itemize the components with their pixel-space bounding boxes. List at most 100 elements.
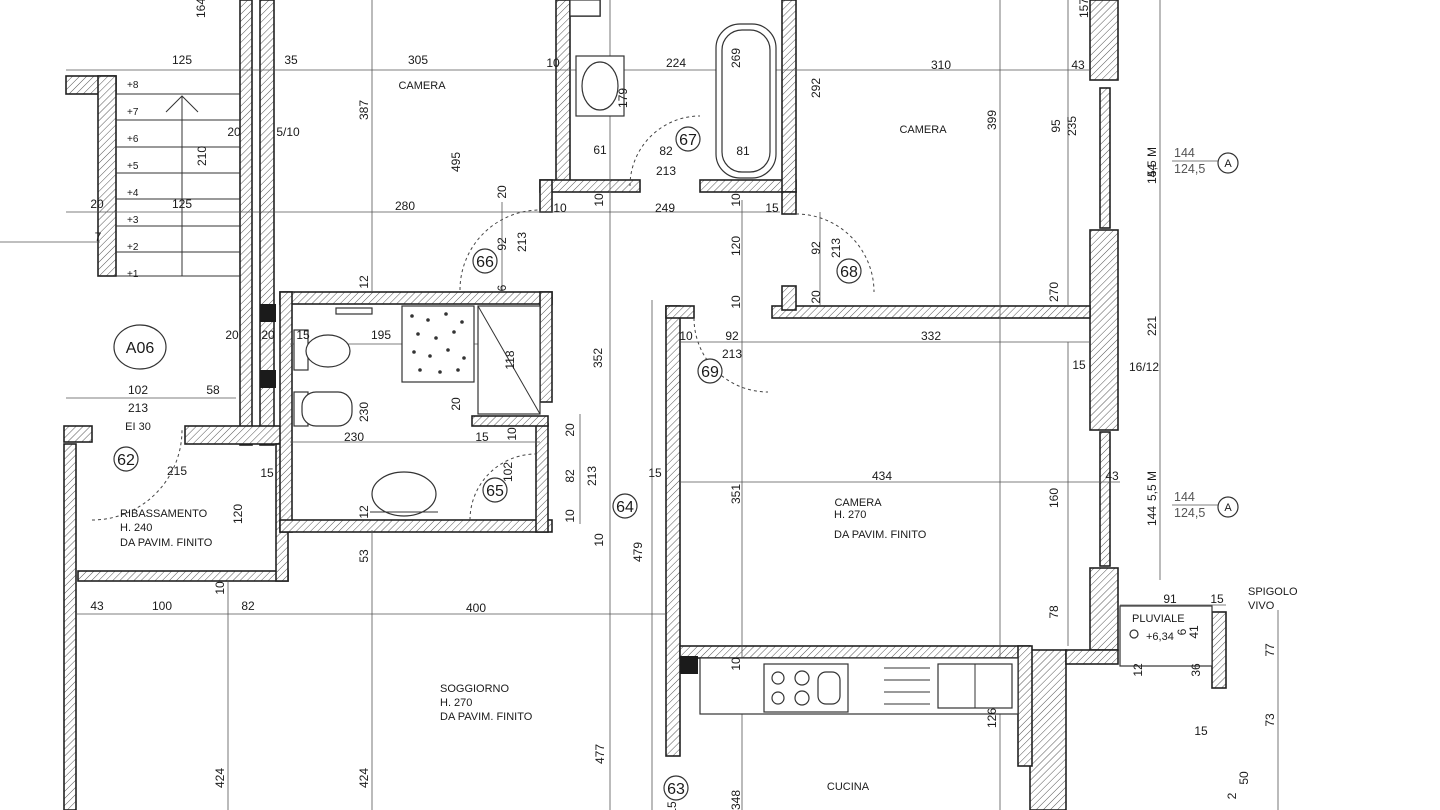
stair-step: +6 <box>127 134 139 145</box>
dimension: 221 <box>1145 316 1159 336</box>
shower-tray <box>401 305 475 383</box>
room-camera-top-left: CAMERA <box>398 80 446 92</box>
room-tags: A06 62 63 64 65 66 67 68 69 A A <box>113 126 1239 801</box>
dimension: 78 <box>1047 605 1061 619</box>
burner <box>771 671 785 685</box>
dimension: 36 <box>1189 663 1203 677</box>
dimension-labels: 125 35 305 10 224 310 43 61 82 81 213 20… <box>90 0 1277 810</box>
dimension: 305 <box>408 53 428 67</box>
dimension: 269 <box>729 48 743 68</box>
dimension: 125 <box>172 197 192 211</box>
dimension: 310 <box>931 58 951 72</box>
dimension: 15 <box>648 466 662 480</box>
room-soggiorno-height: H. 270 <box>440 697 472 709</box>
dimension: 82 <box>241 599 255 613</box>
dimension: 7 <box>95 230 102 244</box>
door-swing-69 <box>693 317 769 393</box>
dimension: 61 <box>593 143 607 157</box>
dimension: 230 <box>344 430 364 444</box>
bidet <box>301 391 353 427</box>
dimension: 235 <box>1065 116 1079 136</box>
wall-shaft <box>259 0 275 446</box>
tag-a06 <box>113 324 167 370</box>
stair-step: +2 <box>127 242 139 253</box>
walls <box>63 0 1227 810</box>
wall-bath-inner <box>471 415 549 427</box>
wall-facade-right <box>1089 229 1119 431</box>
dimension: 10 <box>505 427 519 441</box>
dimension: 213 <box>585 466 599 486</box>
tag-69 <box>697 358 723 384</box>
tag-63-label: 63 <box>667 781 685 798</box>
dimension: 41 <box>1187 625 1201 639</box>
wall-corridor-right-cap <box>665 305 695 319</box>
wall-bath67-bottom <box>539 179 641 193</box>
dimension: 10 <box>729 657 743 671</box>
window-sill: 124,5 <box>1174 162 1205 176</box>
dimension: 10 <box>729 295 743 309</box>
wall-landing-left <box>63 425 93 443</box>
dimension: 20 <box>563 423 577 437</box>
wall-spigolo <box>1211 611 1227 689</box>
dimension: 53 <box>357 549 371 563</box>
wall-stair-left <box>97 75 117 277</box>
wall-ribassamento-bottom <box>77 570 289 582</box>
tag-66-label: 66 <box>476 254 494 271</box>
dimension: 58 <box>206 383 220 397</box>
stair-step: +7 <box>127 107 139 118</box>
wall-bath-top <box>279 291 553 305</box>
burner <box>794 690 810 706</box>
dimension: 195 <box>371 328 391 342</box>
wall-facade-pier <box>1099 87 1111 229</box>
stair-step: +1 <box>127 269 139 280</box>
dimension: 91 <box>1163 592 1177 606</box>
bathtub-inner <box>721 29 771 173</box>
dimension: 82 <box>659 144 673 158</box>
dimension: 164 <box>194 0 208 18</box>
dimension: 477 <box>593 744 607 764</box>
wall-facade-right <box>1089 567 1119 651</box>
bath67-cabinet <box>569 0 601 17</box>
door-swing-67 <box>629 115 701 187</box>
dimension: 92 <box>809 241 823 255</box>
dimension: 92 <box>495 237 509 251</box>
dimension: 144 <box>1145 164 1159 184</box>
tag-67 <box>675 126 701 152</box>
tag-a06-label: A06 <box>126 340 155 357</box>
dimension: 15 <box>1210 592 1224 606</box>
dimension: 179 <box>616 88 630 108</box>
tag-62-label: 62 <box>117 452 135 469</box>
tag-64 <box>612 493 638 519</box>
dimension: 120 <box>231 504 245 524</box>
dimension: 15 <box>1194 724 1208 738</box>
door-swing-62 <box>91 429 183 521</box>
dimension: 73 <box>1263 713 1277 727</box>
dimension: 92 <box>725 329 739 343</box>
dimension: 50 <box>1237 771 1251 785</box>
tag-65 <box>482 477 508 503</box>
spigolo-line2: VIVO <box>1248 600 1275 612</box>
dimension-lines <box>0 0 1279 810</box>
dimension: 292 <box>809 78 823 98</box>
dimension: 16/12 <box>1129 360 1159 374</box>
shaft-block <box>680 656 698 674</box>
stair-step: +8 <box>127 80 139 91</box>
dimension: 102 <box>128 383 148 397</box>
window-width: 144 <box>1174 490 1195 504</box>
wall-left-outer <box>63 443 77 810</box>
door-swing-68 <box>795 213 875 293</box>
window-height: 5,5 M <box>1145 471 1159 501</box>
dimension: 10 <box>553 201 567 215</box>
dimension: 125 <box>172 53 192 67</box>
dimension: 213 <box>656 164 676 178</box>
room-ribassamento-note: DA PAVIM. FINITO <box>120 537 213 549</box>
dimension: 12 <box>357 505 371 519</box>
window-sill: 124,5 <box>1174 506 1205 520</box>
room-cucina: CUCINA <box>827 781 870 793</box>
stair-treads <box>116 93 240 277</box>
dimension: 215 <box>167 464 187 478</box>
dimension: 20 <box>90 197 104 211</box>
room-camera-top-right: CAMERA <box>899 124 947 136</box>
dimension: 10 <box>729 193 743 207</box>
burner <box>794 670 810 686</box>
